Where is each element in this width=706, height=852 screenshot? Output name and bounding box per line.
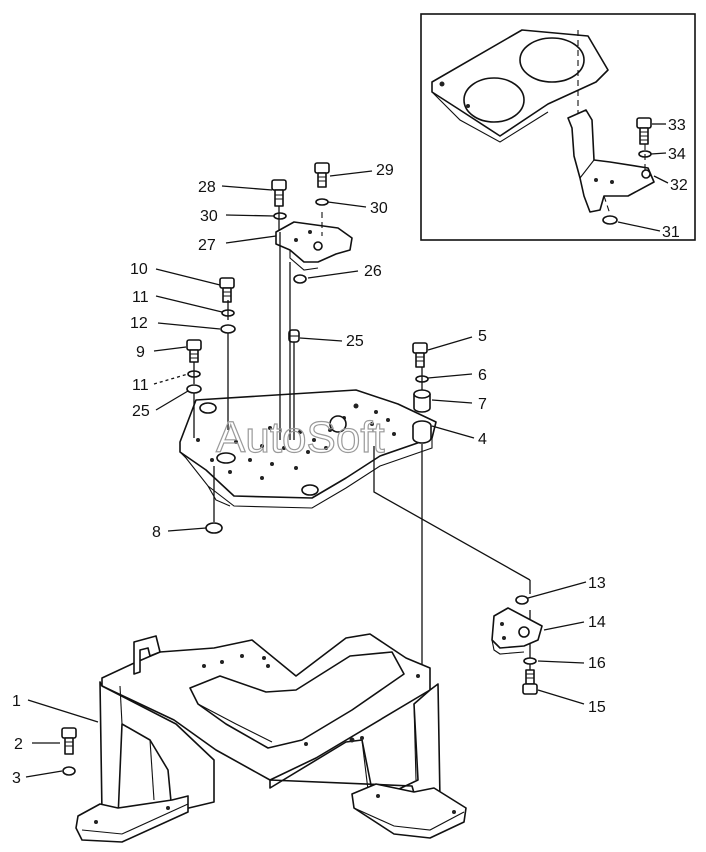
callout-6: 6	[478, 367, 487, 384]
side-bracket	[491, 595, 543, 695]
inset-bracket	[567, 109, 655, 213]
washer-3	[62, 766, 76, 776]
inset-detail	[420, 13, 696, 241]
callout-2: 2	[14, 736, 23, 753]
callout-12: 12	[130, 315, 148, 332]
inset-opening-1	[463, 77, 525, 123]
bolt-15	[522, 669, 538, 695]
base-frame	[75, 633, 467, 843]
shim-8	[205, 522, 223, 534]
washer-16	[523, 657, 537, 665]
washer-30-right	[315, 198, 329, 206]
washer-12	[220, 324, 236, 334]
callout-33: 33	[668, 117, 686, 134]
callout-34: 34	[668, 146, 686, 163]
inset-frame	[420, 13, 696, 241]
callout-31: 31	[662, 224, 680, 241]
inset-bolt-33	[636, 117, 652, 145]
plate-boss-front	[301, 484, 319, 496]
callout-9: 9	[136, 344, 145, 361]
spacer-7	[413, 389, 431, 413]
callout-5: 5	[478, 328, 487, 345]
inset-opening-2	[519, 37, 585, 83]
callout-32: 32	[670, 177, 688, 194]
callout-25-left: 25	[132, 403, 150, 420]
callout-10: 10	[130, 261, 148, 278]
left-fasteners	[186, 277, 300, 394]
bracket-27	[275, 221, 353, 263]
callout-30-right: 30	[370, 200, 388, 217]
callout-26: 26	[364, 263, 382, 280]
callout-11-lower: 11	[132, 377, 149, 394]
callout-16: 16	[588, 655, 606, 672]
bolt-9	[186, 339, 202, 363]
callout-27: 27	[198, 237, 216, 254]
bolt-2	[61, 727, 77, 755]
floor-plate	[179, 389, 437, 509]
watermark: AutoSoft	[216, 413, 385, 462]
washer-25-left	[186, 384, 202, 394]
callout-14: 14	[588, 614, 606, 631]
callout-3: 3	[12, 770, 21, 787]
bracket-14	[491, 607, 543, 649]
callout-30-left: 30	[200, 208, 218, 225]
bolt-29	[314, 162, 330, 188]
plate-boss-left	[199, 402, 217, 414]
callout-8: 8	[152, 524, 161, 541]
bolt-28	[271, 179, 287, 207]
shim-26	[293, 274, 307, 284]
bolt-5	[412, 342, 428, 368]
upper-bracket-group	[271, 162, 353, 284]
inset-shim-31	[602, 215, 618, 225]
shim-13	[515, 595, 529, 605]
callout-1: 1	[12, 693, 21, 710]
callout-15: 15	[588, 699, 606, 716]
callout-11-upper: 11	[132, 289, 149, 306]
callouts: 1 2 3 4 5 6 7 8 9 10 11 11 12 13 14 15 1…	[12, 117, 688, 787]
assembly-lines	[193, 206, 531, 688]
callout-28: 28	[198, 179, 216, 196]
right-fasteners	[412, 342, 431, 413]
callout-29: 29	[376, 162, 394, 179]
callout-25-center: 25	[346, 333, 364, 350]
bolt-10	[219, 277, 235, 303]
washer-30-left	[273, 212, 287, 220]
callout-7: 7	[478, 396, 487, 413]
callout-4: 4	[478, 431, 487, 448]
callout-13: 13	[588, 575, 606, 592]
